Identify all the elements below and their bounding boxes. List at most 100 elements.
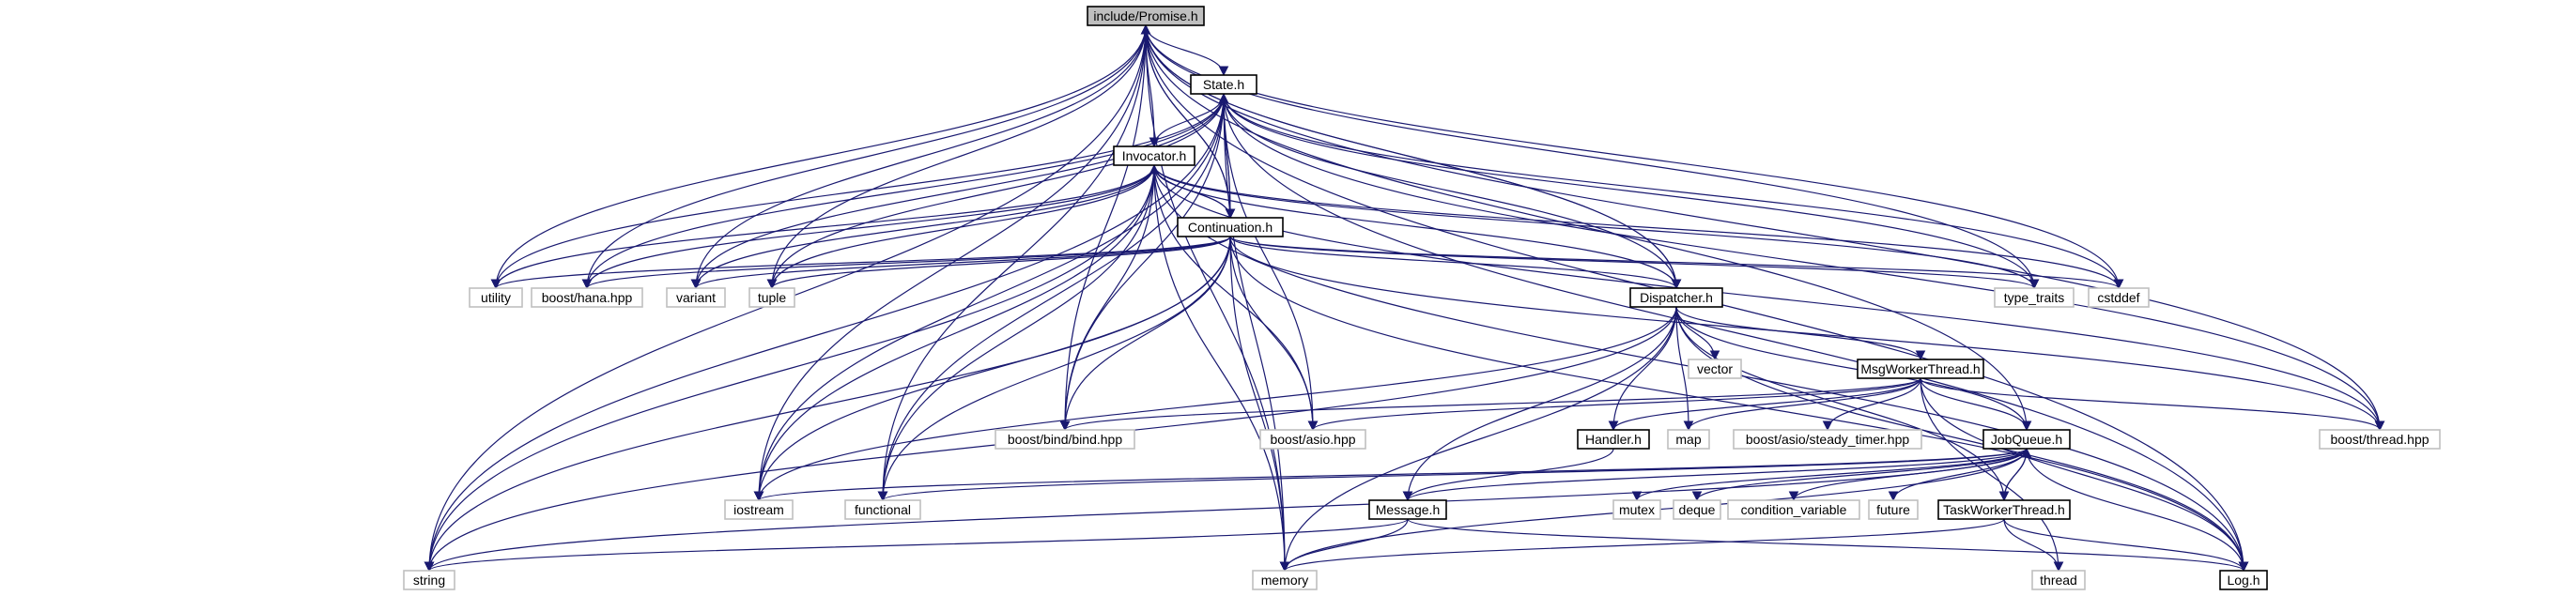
edge-line bbox=[1229, 236, 2249, 573]
edge-state-to-cstddef bbox=[1223, 93, 2124, 290]
edge-line bbox=[1149, 163, 1231, 219]
edge-taskworker-to-memory bbox=[1279, 518, 2005, 573]
svg-text:utility: utility bbox=[481, 290, 511, 305]
svg-text:functional: functional bbox=[855, 502, 911, 517]
edge-line bbox=[1920, 377, 2385, 432]
edge-line bbox=[1145, 24, 1290, 573]
edge-state-to-utility bbox=[490, 93, 1225, 290]
node-utility[interactable]: utility bbox=[469, 287, 523, 308]
node-type-traits[interactable]: type_traits bbox=[1994, 287, 2075, 308]
edge-continuation-to-functional bbox=[877, 236, 1231, 502]
edge-line bbox=[424, 448, 2028, 573]
node-memory[interactable]: memory bbox=[1252, 570, 1318, 590]
edge-line bbox=[1279, 518, 2005, 573]
node-handler[interactable]: Handler.h bbox=[1577, 429, 1650, 450]
svg-text:cstddef: cstddef bbox=[2097, 290, 2139, 305]
node-dispatcher[interactable]: Dispatcher.h bbox=[1629, 287, 1723, 308]
edge-line bbox=[877, 164, 1155, 502]
node-thread[interactable]: thread bbox=[2031, 570, 2086, 590]
svg-text:deque: deque bbox=[1679, 502, 1716, 517]
edge-line bbox=[1223, 93, 1290, 573]
edge-line bbox=[1145, 24, 2385, 432]
node-steady-timer[interactable]: boost/asio/steady_timer.hpp bbox=[1733, 429, 1922, 450]
edge-jobqueue-to-deque bbox=[1691, 448, 2028, 502]
edge-promise-to-variant bbox=[690, 24, 1147, 290]
node-deque[interactable]: deque bbox=[1673, 499, 1721, 520]
svg-text:Log.h: Log.h bbox=[2227, 573, 2260, 588]
svg-text:vector: vector bbox=[1697, 361, 1733, 376]
edge-line bbox=[877, 93, 1225, 502]
node-boost-asio[interactable]: boost/asio.hpp bbox=[1259, 429, 1366, 450]
edge-invocator-to-cstddef bbox=[1153, 164, 2124, 290]
edge-line bbox=[877, 236, 1231, 502]
edge-line bbox=[690, 164, 1155, 290]
edge-dispatcher-to-promise bbox=[1140, 23, 1677, 289]
edge-continuation-to-asio bbox=[1229, 236, 1319, 432]
node-future[interactable]: future bbox=[1868, 499, 1919, 520]
svg-text:State.h: State.h bbox=[1203, 77, 1244, 92]
edge-state-to-iostream bbox=[753, 93, 1225, 502]
edge-state-to-dispatcher bbox=[1223, 93, 1682, 290]
edge-msgworker-to-log bbox=[1920, 377, 2249, 573]
edge-state-to-functional bbox=[877, 93, 1225, 502]
edge-line bbox=[490, 93, 1225, 290]
node-msgworkerthread[interactable]: MsgWorkerThread.h bbox=[1857, 359, 1984, 379]
edge-line bbox=[424, 93, 1225, 573]
edge-promise-to-functional bbox=[877, 24, 1147, 502]
edge-dispatcher-to-iostream bbox=[753, 306, 1677, 502]
edge-promise-to-bind bbox=[1059, 24, 1147, 432]
node-string[interactable]: string bbox=[403, 570, 455, 590]
node-invocator[interactable]: Invocator.h bbox=[1113, 145, 1195, 166]
edge-invocator-to-bind bbox=[1059, 164, 1155, 432]
edge-line bbox=[753, 306, 1677, 502]
node-boost-bind[interactable]: boost/bind/bind.hpp bbox=[995, 429, 1135, 450]
edge-line bbox=[1675, 306, 1926, 361]
node-variant[interactable]: variant bbox=[666, 287, 726, 308]
node-jobqueue[interactable]: JobQueue.h bbox=[1982, 429, 2071, 450]
edge-line bbox=[877, 24, 1147, 502]
node-condition-variable[interactable]: condition_variable bbox=[1727, 499, 1860, 520]
node-tuple[interactable]: tuple bbox=[748, 287, 795, 308]
edge-line bbox=[1229, 236, 1290, 573]
edge-msgworker-to-handler bbox=[1608, 377, 1921, 432]
node-map[interactable]: map bbox=[1667, 429, 1710, 450]
edge-state-to-bind bbox=[1059, 93, 1225, 432]
edge-promise-to-memory bbox=[1145, 24, 1290, 573]
svg-text:boost/thread.hpp: boost/thread.hpp bbox=[2330, 432, 2429, 447]
edge-promise-to-boost_thread bbox=[1145, 24, 2385, 432]
svg-text:boost/hana.hpp: boost/hana.hpp bbox=[542, 290, 633, 305]
edge-line bbox=[1920, 377, 2249, 573]
node-continuation[interactable]: Continuation.h bbox=[1177, 217, 1284, 237]
svg-text:Invocator.h: Invocator.h bbox=[1122, 148, 1187, 163]
node-log[interactable]: Log.h bbox=[2219, 570, 2268, 590]
node-state[interactable]: State.h bbox=[1190, 74, 1257, 95]
edge-invocator-to-tuple bbox=[766, 164, 1155, 290]
node-mutex[interactable]: mutex bbox=[1612, 499, 1661, 520]
edge-line bbox=[1059, 24, 1147, 432]
edge-promise-to-cstddef bbox=[1145, 24, 2124, 290]
edge-line bbox=[1153, 164, 2124, 290]
edge-line bbox=[1153, 164, 2385, 432]
node-boost-hana[interactable]: boost/hana.hpp bbox=[531, 287, 643, 308]
edge-taskworker-to-thread bbox=[2003, 518, 2064, 573]
edge-line bbox=[1402, 306, 1677, 502]
edge-continuation-to-string bbox=[424, 236, 1231, 573]
node-cstddef[interactable]: cstddef bbox=[2088, 287, 2150, 308]
node-boost-thread[interactable]: boost/thread.hpp bbox=[2319, 429, 2441, 450]
svg-text:memory: memory bbox=[1261, 573, 1309, 588]
node-taskworkerthread[interactable]: TaskWorkerThread.h bbox=[1937, 499, 2071, 520]
edge-line bbox=[1307, 377, 1921, 432]
node-promise[interactable]: include/Promise.h bbox=[1087, 6, 1205, 26]
edge-msgworker-to-boost_thread bbox=[1920, 377, 2385, 432]
edge-line bbox=[490, 24, 1147, 290]
edge-invocator-to-type_traits bbox=[1153, 164, 2040, 290]
node-vector[interactable]: vector bbox=[1688, 359, 1742, 379]
edge-invocator-to-iostream bbox=[753, 164, 1155, 502]
node-functional[interactable]: functional bbox=[844, 499, 921, 520]
edge-msgworker-to-thread bbox=[1920, 377, 2064, 573]
edge-line bbox=[1402, 448, 1614, 502]
node-message[interactable]: Message.h bbox=[1368, 499, 1447, 520]
node-iostream[interactable]: iostream bbox=[724, 499, 794, 520]
edge-taskworker-to-jobqueue bbox=[2003, 447, 2032, 501]
